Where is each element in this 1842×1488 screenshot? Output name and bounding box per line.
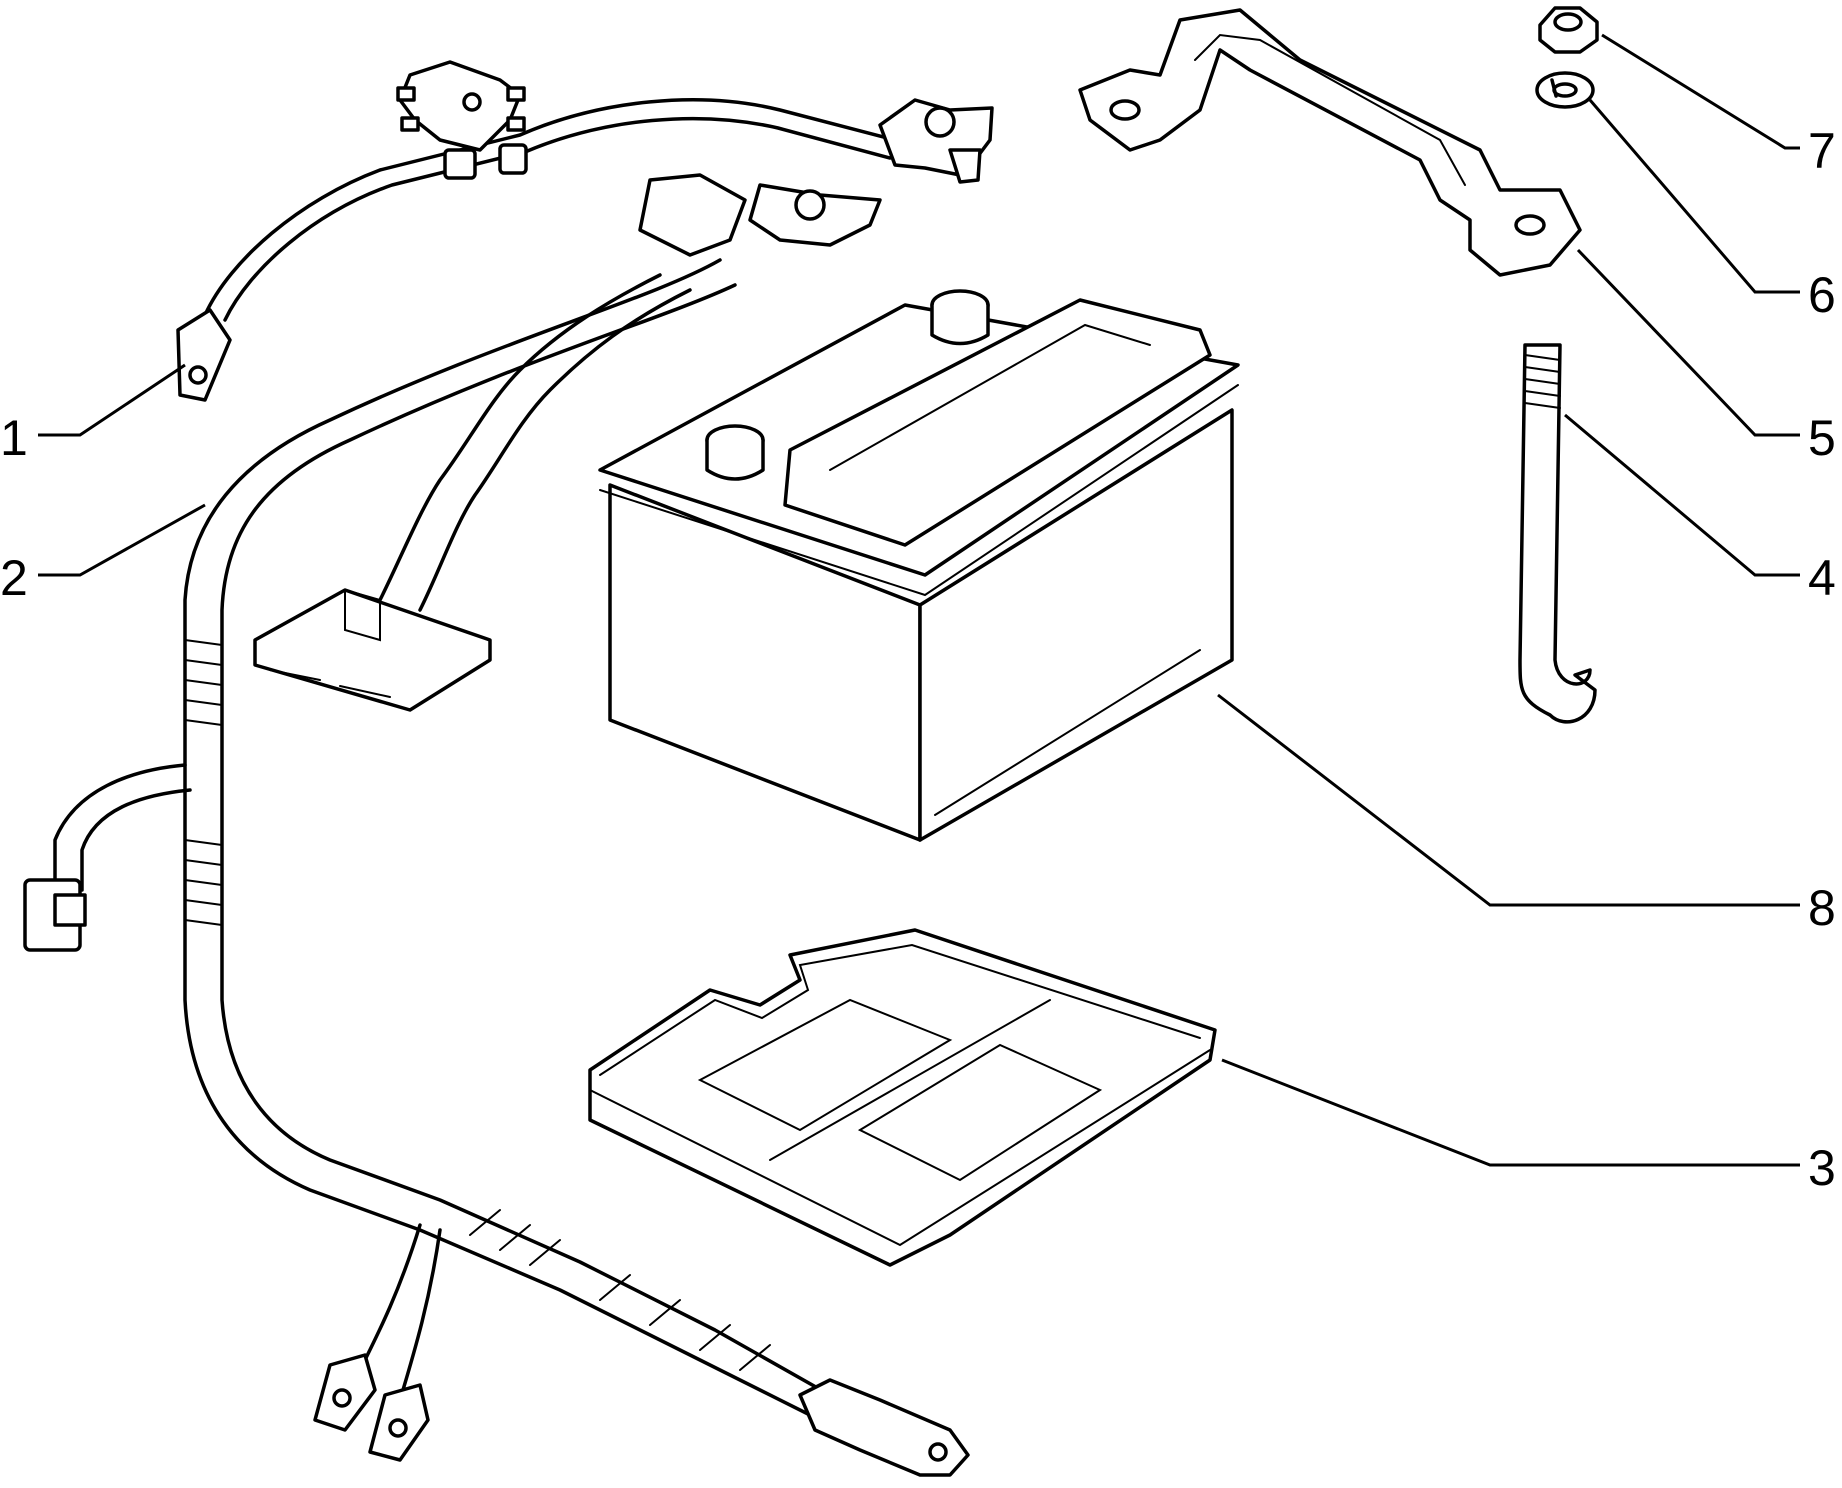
part-7-hex-nut <box>1538 6 1599 54</box>
callout-3: 3 <box>1808 1140 1836 1196</box>
leader-4 <box>1564 413 1800 577</box>
part-8-battery <box>598 289 1240 842</box>
callout-1: 1 <box>0 410 28 466</box>
leader-2 <box>38 503 206 577</box>
part-4-j-bolt <box>1518 343 1597 724</box>
part-5-hold-down-bracket <box>1078 8 1582 277</box>
leader-8 <box>1217 693 1800 907</box>
leader-lines <box>38 33 1800 1167</box>
part-1-battery-cable <box>176 60 994 402</box>
leader-3 <box>1221 1058 1800 1167</box>
leader-1 <box>38 363 186 437</box>
part-6-spring-washer <box>1535 71 1595 109</box>
callout-labels: 1 2 3 4 5 6 7 8 <box>0 123 1836 1196</box>
callout-7: 7 <box>1808 123 1836 179</box>
callout-2: 2 <box>0 550 28 606</box>
leader-7 <box>1601 33 1800 150</box>
part-3-battery-tray <box>588 928 1217 1267</box>
part-2-wiring-harness <box>23 173 970 1477</box>
callout-8: 8 <box>1808 880 1836 936</box>
callout-4: 4 <box>1808 550 1836 606</box>
leader-5 <box>1576 248 1800 437</box>
callout-5: 5 <box>1808 410 1836 466</box>
callout-6: 6 <box>1808 267 1836 323</box>
leader-6 <box>1588 99 1800 294</box>
